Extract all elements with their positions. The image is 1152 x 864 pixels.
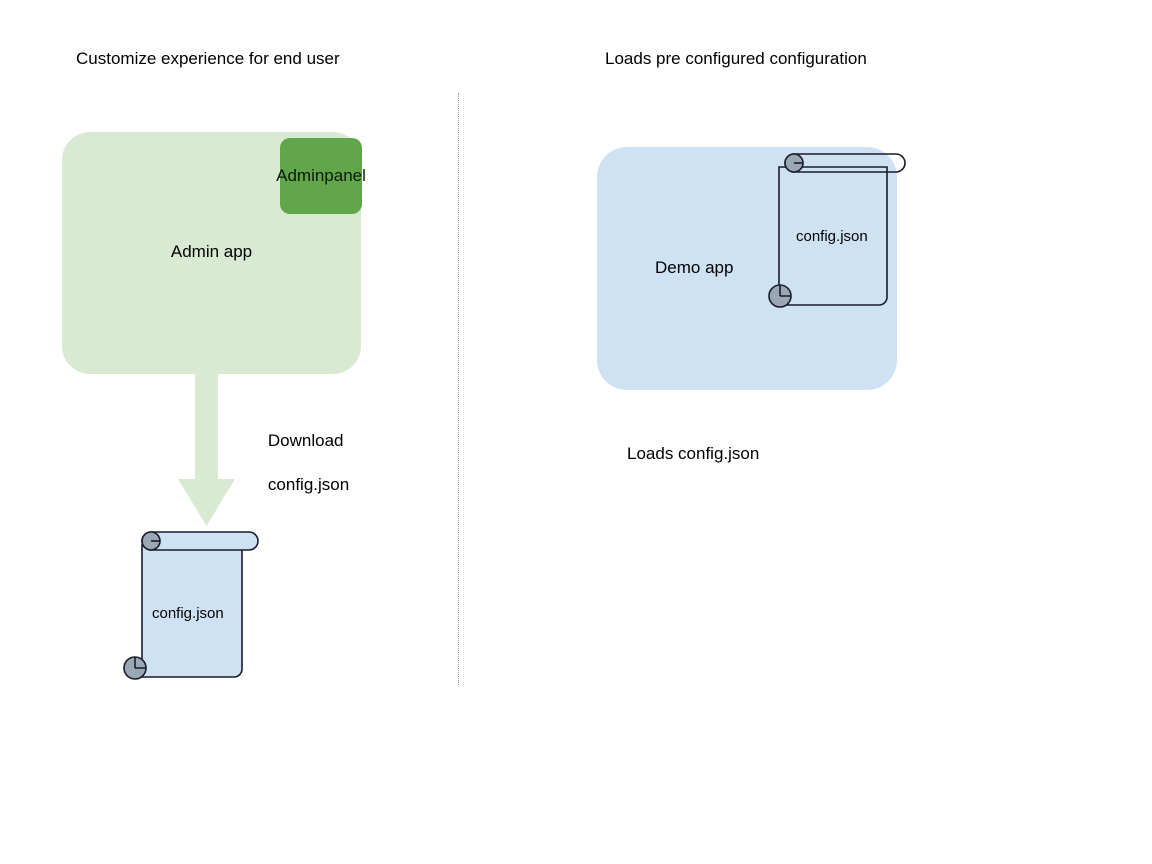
config-json-document-left-label: config.json — [152, 605, 224, 622]
loads-config-caption: Loads config.json — [627, 444, 760, 463]
scroll-document-icon — [123, 531, 259, 680]
admin-panel-node[interactable]: Admin panel — [276, 138, 366, 214]
demo-app-node[interactable]: Demo app — [597, 147, 897, 390]
admin-panel-label-line1: Admin — [276, 166, 325, 185]
config-json-document-right[interactable]: config.json — [762, 150, 912, 310]
admin-panel-label-line2: panel — [324, 166, 366, 185]
download-arrow-icon — [178, 372, 235, 526]
download-arrow-label: Download config.json — [249, 408, 349, 518]
download-arrow-label-line1: Download — [267, 431, 344, 450]
demo-app-label: Demo app — [655, 258, 734, 277]
column-divider — [458, 93, 459, 685]
download-arrow — [177, 372, 236, 527]
admin-app-label: Admin app — [170, 242, 253, 261]
config-json-document-right-label: config.json — [796, 228, 868, 245]
config-json-document-left[interactable]: config.json — [118, 528, 268, 688]
scroll-document-icon — [768, 153, 906, 308]
admin-app-node[interactable]: Admin app Admin panel — [62, 132, 366, 374]
left-column-title: Customize experience for end user — [76, 49, 340, 68]
right-column-title: Loads pre configured configuration — [605, 49, 867, 68]
download-arrow-label-line2: config.json — [267, 475, 350, 494]
